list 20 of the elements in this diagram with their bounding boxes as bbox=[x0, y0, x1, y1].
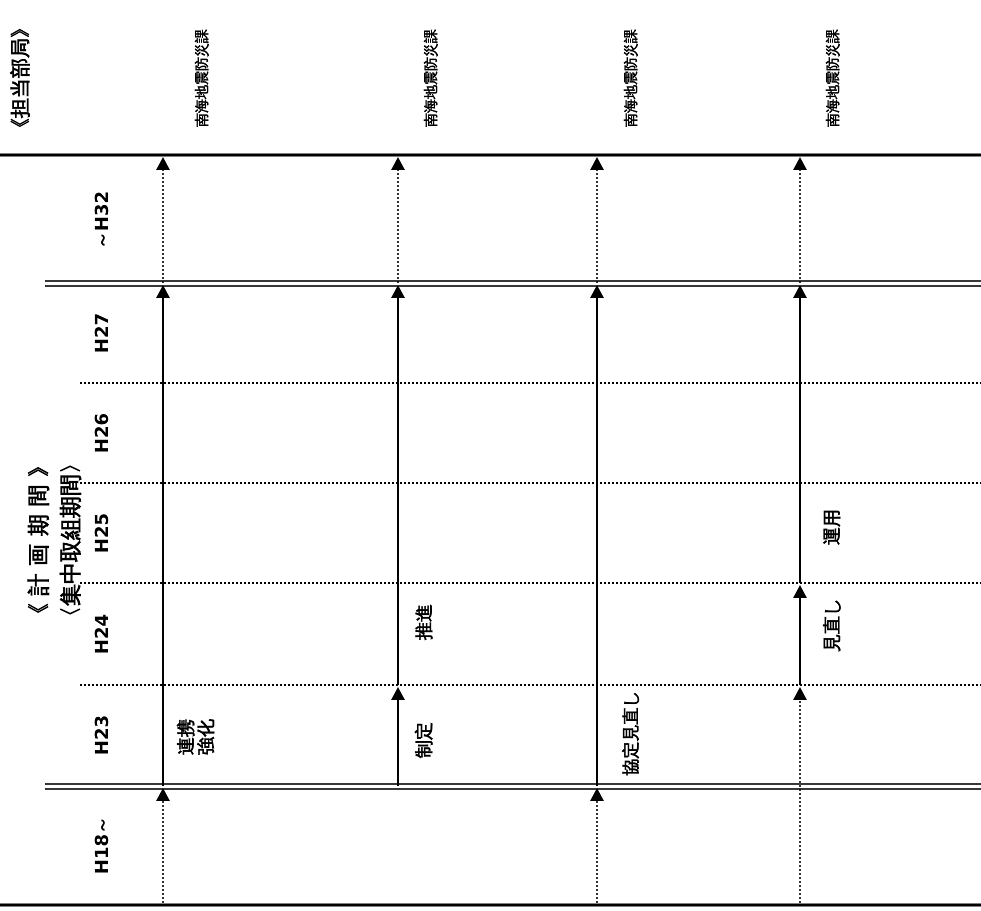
department-name: 南海地震防災課 bbox=[195, 29, 211, 127]
period-label: H18～ bbox=[93, 816, 113, 874]
department-name: 南海地震防災課 bbox=[624, 29, 640, 127]
period-label: ～H32 bbox=[93, 190, 113, 250]
department-name: 南海地震防災課 bbox=[826, 29, 842, 127]
activity-label: 運用 bbox=[823, 509, 843, 545]
department-name: 南海地震防災課 bbox=[424, 29, 440, 127]
activity-label: 連携強化 bbox=[177, 719, 217, 755]
column-header: 《担当部局》 bbox=[9, 18, 31, 138]
period-label: H24 bbox=[93, 614, 113, 654]
activity-label: 協定見直し bbox=[622, 690, 642, 776]
row-subheader: 〈集中取組期間〉 bbox=[60, 452, 84, 628]
activity-label: 推進 bbox=[415, 604, 435, 640]
row-header: 《 計 画 期 間 》 bbox=[28, 454, 52, 626]
period-label: H27 bbox=[93, 312, 113, 354]
activity-label: 制定 bbox=[415, 722, 435, 758]
period-label: H25 bbox=[93, 512, 113, 554]
period-label: H26 bbox=[93, 412, 113, 454]
activity-label: 見直し bbox=[823, 598, 843, 652]
period-label: H23 bbox=[93, 714, 113, 756]
